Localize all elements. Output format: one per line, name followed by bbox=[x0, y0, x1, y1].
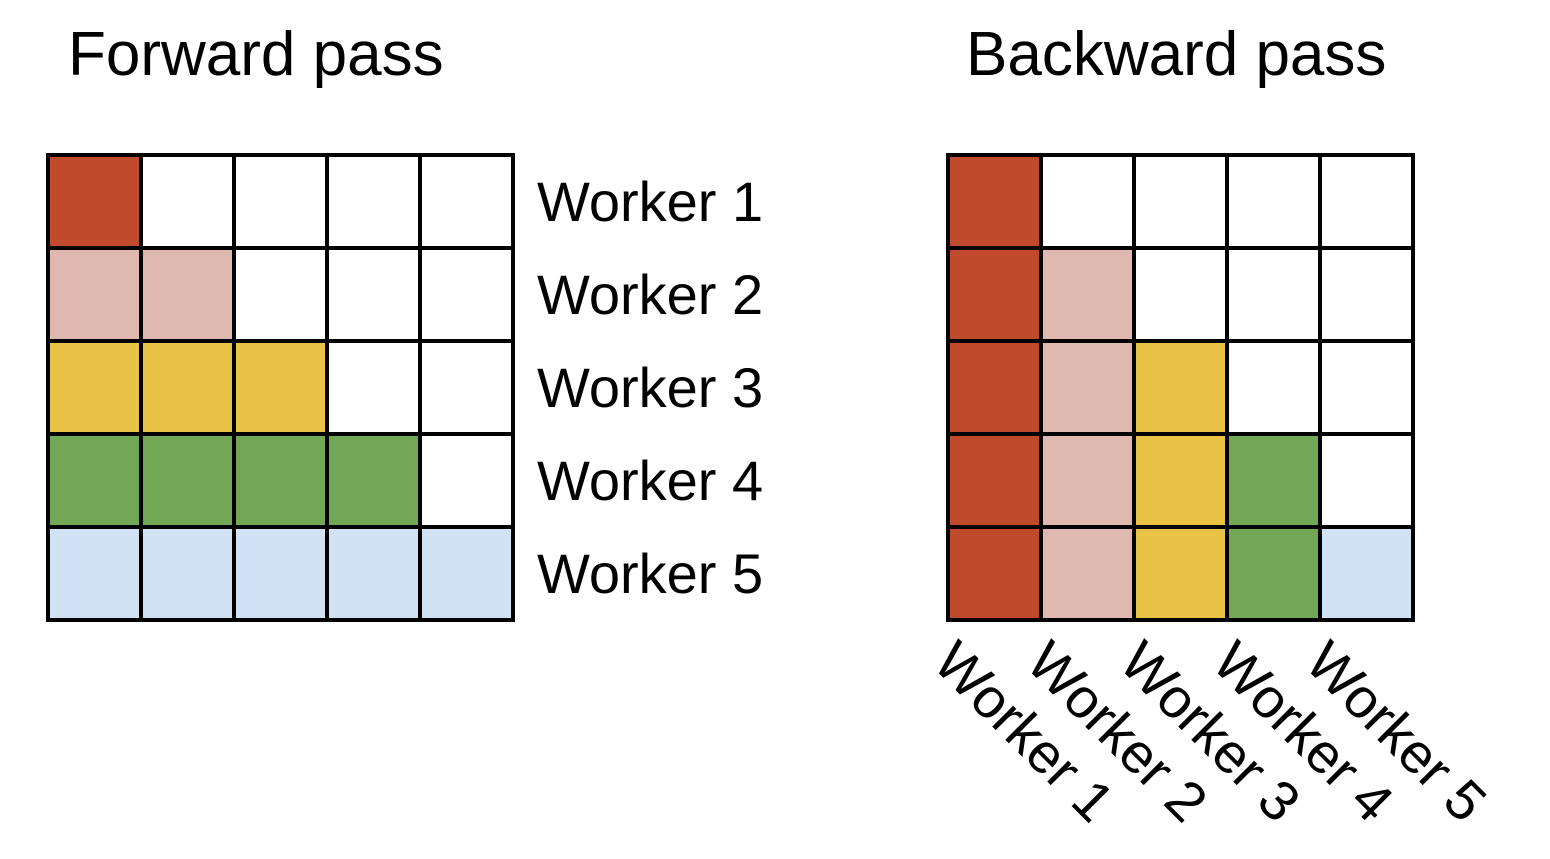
row-label-worker-4: Worker 4 bbox=[537, 448, 764, 512]
grid-cell bbox=[1320, 155, 1413, 248]
grid-cell bbox=[327, 341, 420, 434]
grid-cell bbox=[948, 527, 1041, 620]
grid-cell bbox=[48, 248, 141, 341]
grid-cell bbox=[420, 155, 513, 248]
grid-cell bbox=[48, 527, 141, 620]
grid-cell bbox=[420, 434, 513, 527]
grid-cell bbox=[1041, 155, 1134, 248]
grid-cell bbox=[1227, 248, 1320, 341]
forward-pass-title: Forward pass bbox=[68, 20, 444, 89]
grid-cell bbox=[1134, 248, 1227, 341]
grid-cell bbox=[1041, 248, 1134, 341]
grid-cell bbox=[948, 341, 1041, 434]
backward-pass-title: Backward pass bbox=[966, 20, 1387, 89]
forward-pass-grid bbox=[46, 153, 515, 622]
grid-cell bbox=[48, 434, 141, 527]
grid-cell bbox=[1134, 434, 1227, 527]
grid-cell bbox=[141, 248, 234, 341]
grid-cell bbox=[1227, 527, 1320, 620]
row-label-worker-1: Worker 1 bbox=[537, 169, 764, 233]
grid-cell bbox=[1227, 434, 1320, 527]
grid-cell bbox=[948, 155, 1041, 248]
grid-cell bbox=[1134, 341, 1227, 434]
grid-cell bbox=[234, 341, 327, 434]
grid-cell bbox=[327, 527, 420, 620]
grid-cell bbox=[141, 434, 234, 527]
grid-cell bbox=[1227, 155, 1320, 248]
grid-cell bbox=[420, 527, 513, 620]
grid-cell bbox=[1041, 527, 1134, 620]
grid-cell bbox=[1134, 527, 1227, 620]
grid-cell bbox=[48, 341, 141, 434]
grid-cell bbox=[234, 248, 327, 341]
grid-cell bbox=[420, 248, 513, 341]
grid-cell bbox=[948, 434, 1041, 527]
grid-cell bbox=[420, 341, 513, 434]
backward-pass-grid bbox=[946, 153, 1415, 622]
grid-cell bbox=[327, 155, 420, 248]
grid-cell bbox=[327, 434, 420, 527]
forward-row-labels: Worker 1 Worker 2 Worker 3 Worker 4 Work… bbox=[537, 155, 837, 620]
grid-cell bbox=[948, 248, 1041, 341]
grid-cell bbox=[141, 155, 234, 248]
grid-cell bbox=[141, 341, 234, 434]
grid-cell bbox=[234, 155, 327, 248]
grid-cell bbox=[1227, 341, 1320, 434]
grid-cell bbox=[1320, 527, 1413, 620]
grid-cell bbox=[48, 155, 141, 248]
row-label-worker-5: Worker 5 bbox=[537, 541, 764, 605]
row-label-worker-3: Worker 3 bbox=[537, 355, 764, 419]
grid-cell bbox=[1320, 434, 1413, 527]
grid-cell bbox=[327, 248, 420, 341]
grid-cell bbox=[1041, 434, 1134, 527]
grid-cell bbox=[234, 434, 327, 527]
row-label-worker-2: Worker 2 bbox=[537, 262, 764, 326]
grid-cell bbox=[1134, 155, 1227, 248]
grid-cell bbox=[234, 527, 327, 620]
grid-cell bbox=[1041, 341, 1134, 434]
grid-cell bbox=[1320, 341, 1413, 434]
grid-cell bbox=[1320, 248, 1413, 341]
grid-cell bbox=[141, 527, 234, 620]
